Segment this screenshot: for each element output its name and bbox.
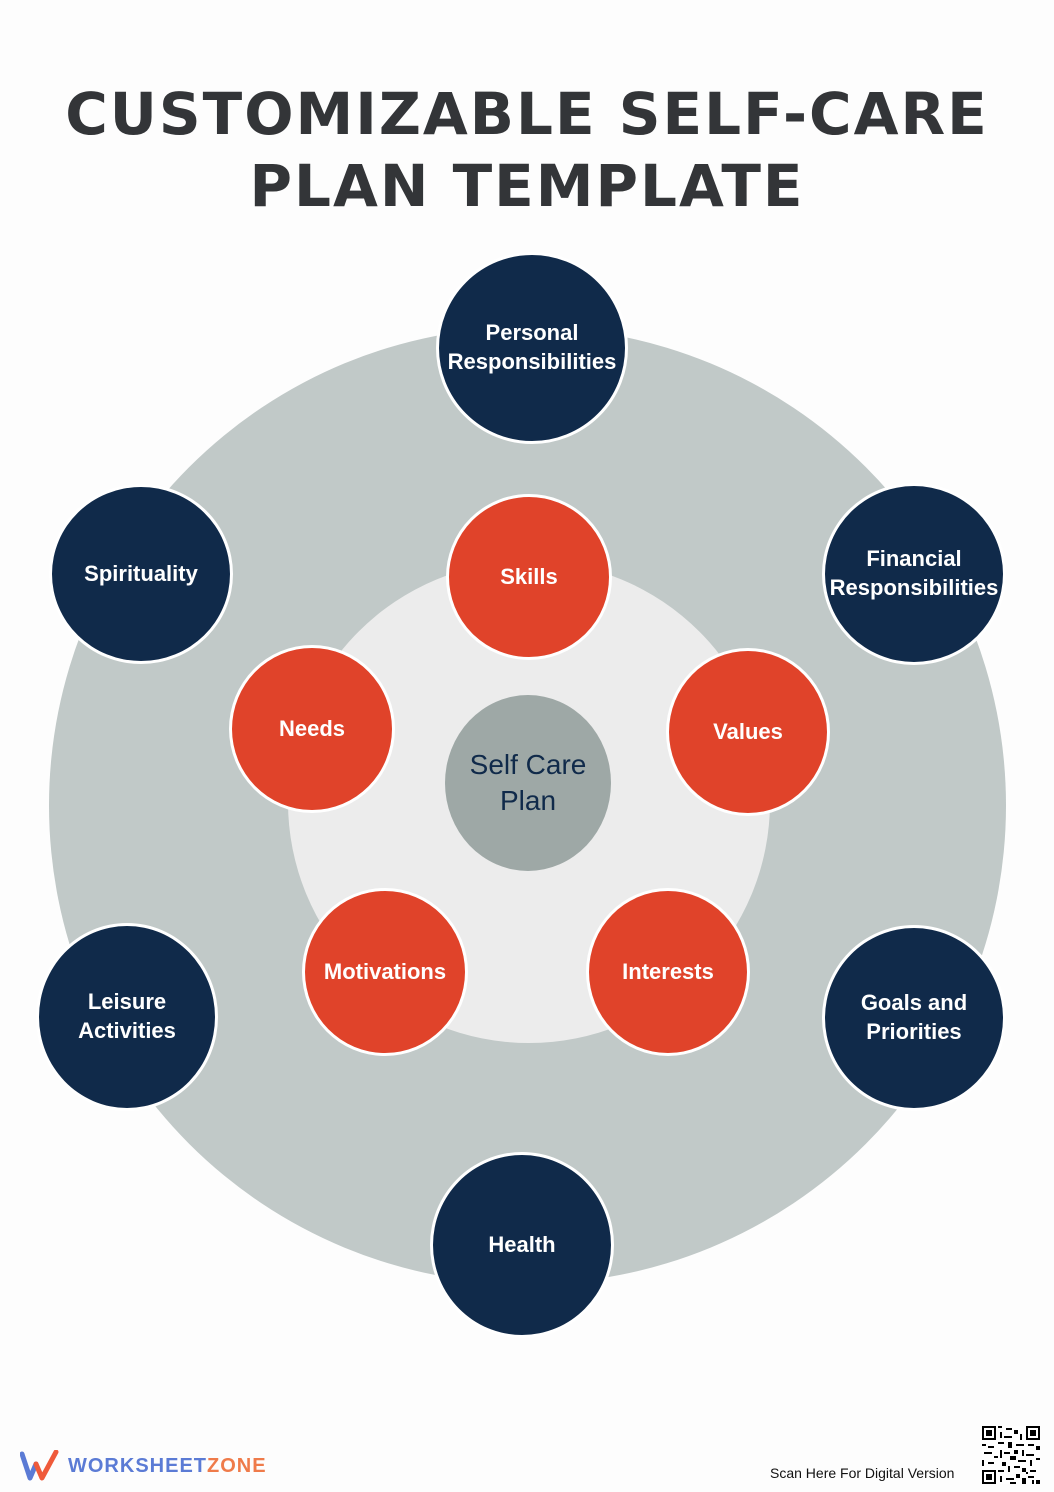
inner-node-interests: Interests: [586, 888, 750, 1056]
outer-node-line-2: Responsibilities: [829, 575, 999, 600]
inner-node-label: Values: [713, 718, 783, 744]
center-node: Self Care Plan: [445, 695, 611, 871]
logo-text-part-1: WORKSHEET: [68, 1454, 207, 1477]
inner-node-skills: Skills: [446, 494, 612, 660]
center-node-line-2: Plan: [499, 785, 557, 816]
outer-node-line-1: Spirituality: [84, 560, 198, 586]
inner-node-values: Values: [666, 648, 830, 816]
outer-node-line-1: Goals and: [860, 990, 968, 1016]
worksheetzone-logo-icon: [20, 1450, 59, 1481]
inner-node-label: Skills: [500, 563, 558, 589]
outer-node-line-1: Health: [488, 1231, 556, 1257]
outer-node-health: Health: [430, 1152, 614, 1338]
outer-node-line-2: Responsibilities: [447, 349, 617, 374]
outer-node-spirituality: Spirituality: [49, 484, 233, 664]
inner-node-motivations: Motivations: [302, 888, 468, 1056]
qr-code-icon[interactable]: [982, 1426, 1040, 1484]
outer-node-line-1: Leisure: [87, 989, 167, 1015]
title-line-1: CUSTOMIZABLE SELF-CARE: [65, 80, 989, 148]
outer-node-line-1: Financial: [866, 546, 962, 572]
logo-text-part-2: ZONE: [207, 1454, 267, 1477]
inner-node-needs: Needs: [229, 645, 395, 813]
worksheetzone-logo[interactable]: WORKSHEETZONE: [20, 1448, 267, 1484]
outer-node-line-2: Priorities: [866, 1019, 962, 1044]
outer-node-line-2: Activities: [78, 1018, 176, 1043]
inner-node-label: Interests: [622, 958, 714, 984]
page-title: CUSTOMIZABLE SELF-CARE PLAN TEMPLATE: [0, 78, 1054, 222]
outer-node-financial-responsibilities: Financial Responsibilities: [822, 483, 1006, 665]
scan-text: Scan Here For Digital Version: [770, 1465, 955, 1481]
logo-text: WORKSHEETZONE: [68, 1455, 267, 1478]
inner-node-label: Motivations: [323, 958, 447, 984]
outer-node-goals-and-priorities: Goals and Priorities: [822, 925, 1006, 1111]
title-line-2: PLAN TEMPLATE: [249, 152, 805, 220]
outer-node-line-1: Personal: [485, 320, 579, 346]
inner-node-label: Needs: [278, 715, 346, 741]
outer-node-leisure-activities: Leisure Activities: [36, 923, 218, 1111]
center-node-line-1: Self Care: [469, 748, 587, 780]
outer-node-personal-responsibilities: Personal Responsibilities: [436, 252, 628, 444]
